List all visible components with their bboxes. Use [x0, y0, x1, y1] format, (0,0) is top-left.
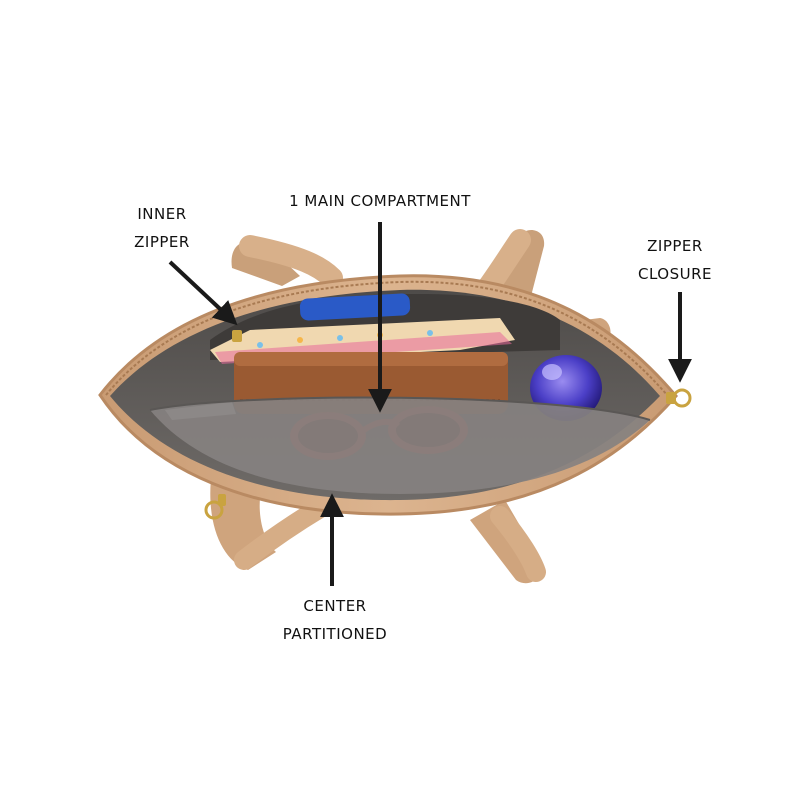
- callout-inner-zipper-line1: INNER: [137, 205, 187, 223]
- callout-inner-zipper-line2: ZIPPER: [134, 233, 190, 251]
- callout-main-compartment: 1 MAIN COMPARTMENT: [270, 187, 490, 215]
- zipper-pull-icon: [204, 494, 226, 520]
- callout-center-partitioned-line1: CENTER: [303, 597, 367, 615]
- callout-zipper-closure-line1: ZIPPER: [647, 237, 703, 255]
- zipper-track: [105, 280, 669, 397]
- callout-center-partitioned-line2: PARTITIONED: [282, 625, 388, 643]
- callout-zipper-closure: ZIPPER CLOSURE: [630, 232, 720, 288]
- center-partition: [150, 397, 650, 494]
- zipper-pull-icon: [666, 388, 692, 408]
- inner-zipper-pull: [232, 330, 242, 342]
- callout-center-partitioned: CENTER PARTITIONED: [270, 592, 400, 648]
- arrow-pointer-icon: [168, 260, 238, 326]
- callout-inner-zipper: INNER ZIPPER: [122, 200, 202, 256]
- callout-zipper-closure-line2: CLOSURE: [637, 265, 712, 283]
- callout-main-compartment-line1: 1 MAIN COMPARTMENT: [289, 192, 471, 210]
